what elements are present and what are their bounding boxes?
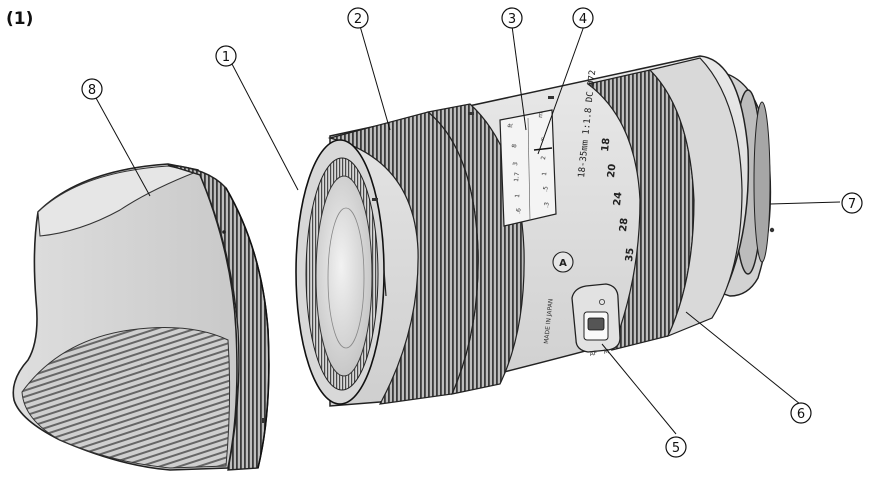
distance-m-value-3: .5 — [542, 186, 550, 193]
callout-1-num: 1 — [222, 50, 230, 65]
callout-8: 8 — [81, 78, 103, 100]
made-in-label: MADE IN JAPAN — [543, 298, 555, 344]
callout-7-num: 7 — [848, 197, 856, 212]
figure-label: (1) — [6, 9, 33, 29]
callouts: 1 2 3 4 5 6 7 8 — [81, 7, 863, 458]
distance-scale-ft: 8 3 1.7 1 .6 — [511, 143, 523, 214]
distance-ft-value-0: 8 — [511, 143, 518, 148]
callout-3-num: 3 — [508, 12, 516, 27]
zoom-scale-value-1: 20 — [606, 163, 618, 178]
art-badge: A — [559, 258, 567, 269]
callout-7: 7 — [841, 192, 863, 214]
lens-barrel: A — [295, 55, 775, 407]
callout-6-num: 6 — [797, 407, 805, 422]
callout-5: 5 — [665, 436, 687, 458]
callout-2: 2 — [347, 7, 369, 29]
callout-4: 4 — [572, 7, 594, 29]
callout-1: 1 — [215, 45, 237, 67]
distance-ft-value-2: 1.7 — [513, 172, 521, 182]
distance-ft-value-3: 1 — [514, 193, 521, 198]
lens-hood — [12, 163, 270, 471]
switch-label-m: M — [603, 348, 609, 356]
zoom-scale-value-2: 24 — [612, 191, 624, 206]
distance-m-value-2: 1 — [541, 171, 548, 176]
distance-unit-m: m — [537, 112, 545, 119]
callout-4-num: 4 — [579, 12, 587, 27]
distance-ft-value-1: 3 — [512, 161, 519, 166]
callout-3: 3 — [501, 7, 523, 29]
callout-8-num: 8 — [88, 83, 96, 98]
distance-m-value-4: .3 — [543, 202, 551, 209]
callout-5-num: 5 — [672, 441, 680, 456]
distance-unit-ft: ft — [507, 122, 514, 128]
switch-label-af: AF — [589, 350, 598, 358]
callout-2-num: 2 — [354, 12, 362, 27]
distance-m-value-1: 2 — [540, 155, 547, 160]
zoom-scale-value-0: 18 — [600, 137, 612, 152]
zoom-scale-value-4: 35 — [624, 247, 636, 262]
distance-ft-value-4: .6 — [515, 208, 523, 215]
leader-lines — [95, 25, 841, 435]
zoom-scale: 18 20 24 28 35 — [600, 137, 636, 262]
zoom-scale-value-3: 28 — [618, 217, 630, 232]
callout-6: 6 — [790, 402, 812, 424]
